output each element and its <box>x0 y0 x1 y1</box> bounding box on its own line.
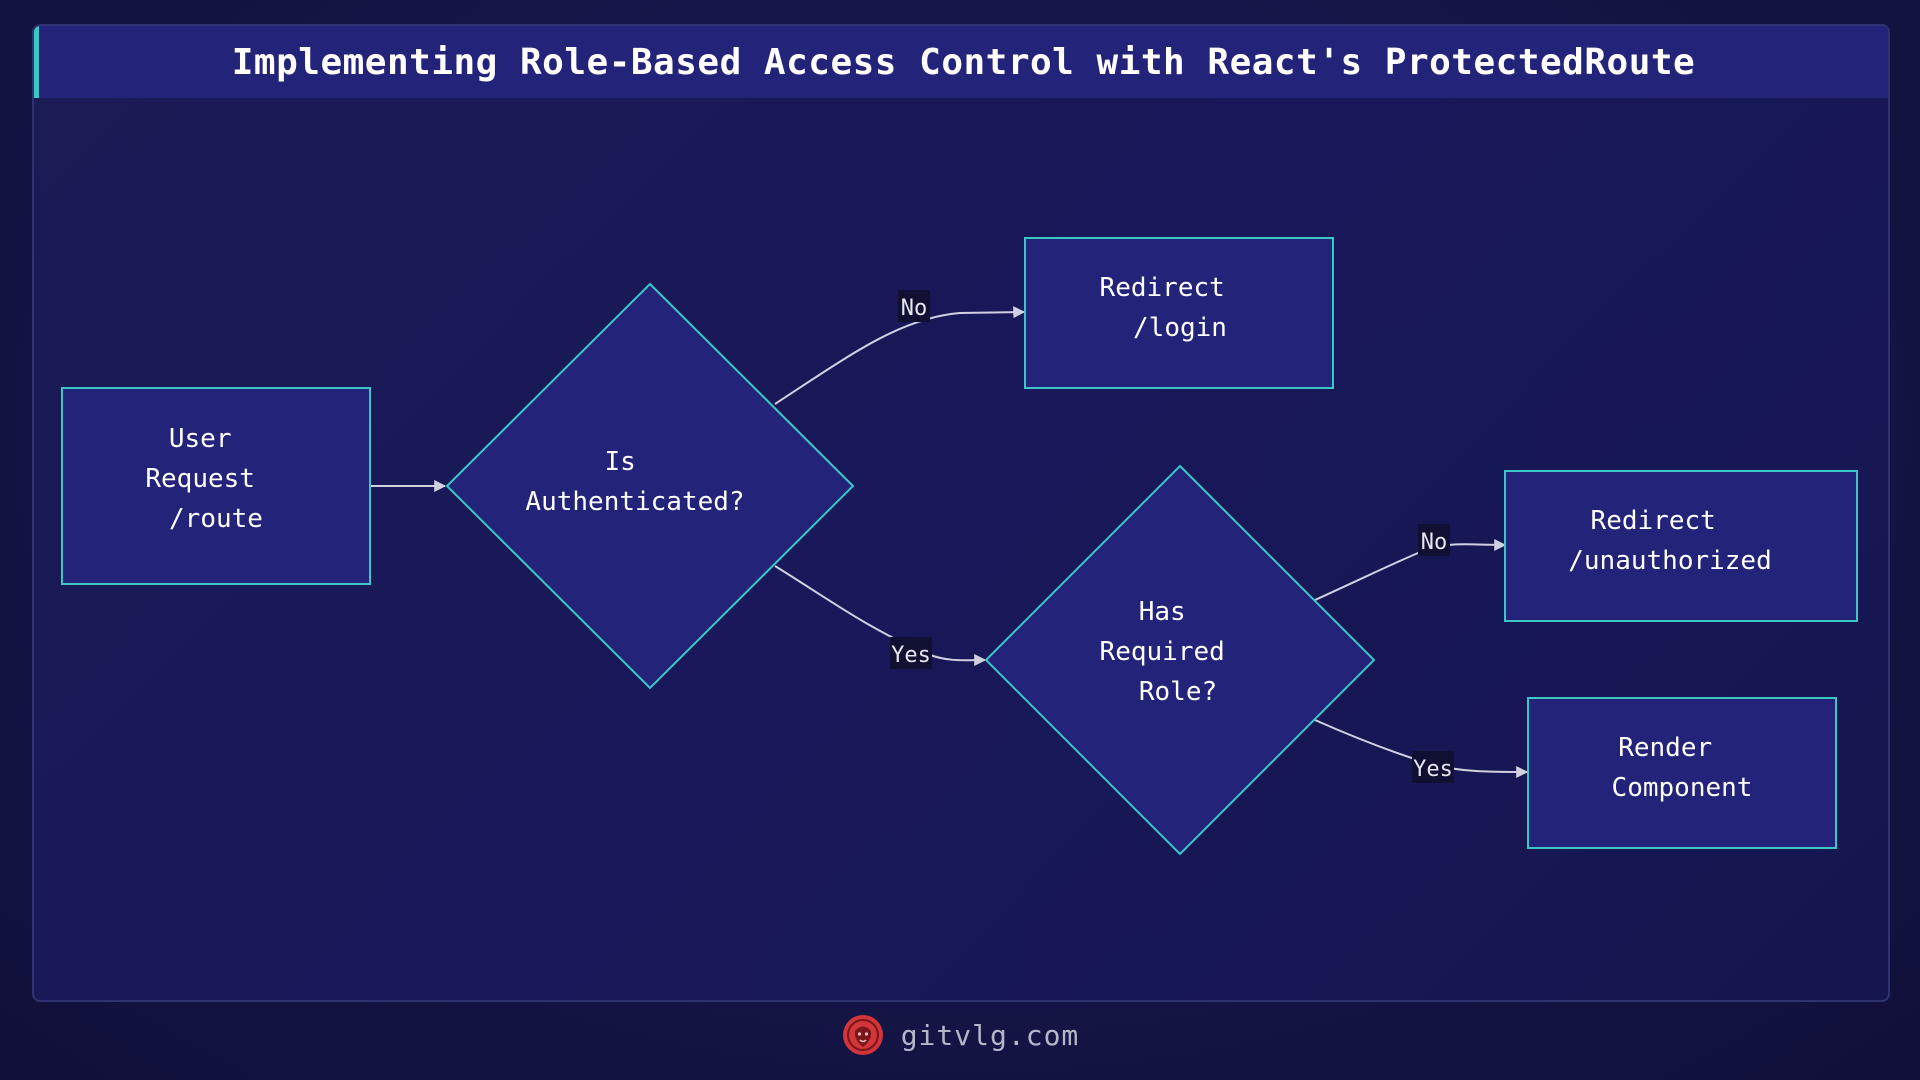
node-redirect-login: Redirect /login <box>1024 237 1334 389</box>
footer: gitvlg.com <box>0 1005 1920 1065</box>
edge-label-text: Yes <box>891 643 931 668</box>
edge-label-text: No <box>1421 530 1448 555</box>
node-label: Has Required Role? <box>1100 597 1241 707</box>
edge-label-text: No <box>901 296 928 321</box>
edge-role-to-unauthorized <box>1314 538 1507 601</box>
edge-label-text: Yes <box>1413 757 1453 782</box>
edge-label-yes-role: Yes <box>890 637 932 669</box>
diagram-title: Implementing Role-Based Access Control w… <box>231 41 1696 83</box>
node-has-required-role: Has Required Role? <box>984 464 1376 856</box>
title-bar: Implementing Role-Based Access Control w… <box>34 26 1888 98</box>
node-label: User Request /route <box>145 424 270 534</box>
edge-label-no-login: No <box>898 290 930 322</box>
node-user-request: User Request /route <box>61 387 371 585</box>
node-is-authenticated: Is Authenticated? <box>445 282 855 690</box>
edge-auth-to-role <box>774 565 987 667</box>
footer-site[interactable]: gitvlg.com <box>900 1018 1080 1052</box>
node-label: Is Authenticated? <box>525 447 744 517</box>
node-label: Render Component <box>1612 733 1753 803</box>
node-label: Redirect /login <box>1100 273 1241 343</box>
edge-label-yes-render: Yes <box>1412 751 1454 783</box>
lion-head-icon <box>842 1015 883 1055</box>
edge-auth-to-login <box>774 306 1026 405</box>
node-redirect-unauthorized: Redirect /unauthorized <box>1504 470 1858 622</box>
edge-label-no-unauthorized: No <box>1418 524 1450 556</box>
node-render-component: Render Component <box>1527 697 1837 849</box>
node-label: Redirect /unauthorized <box>1568 506 1772 576</box>
